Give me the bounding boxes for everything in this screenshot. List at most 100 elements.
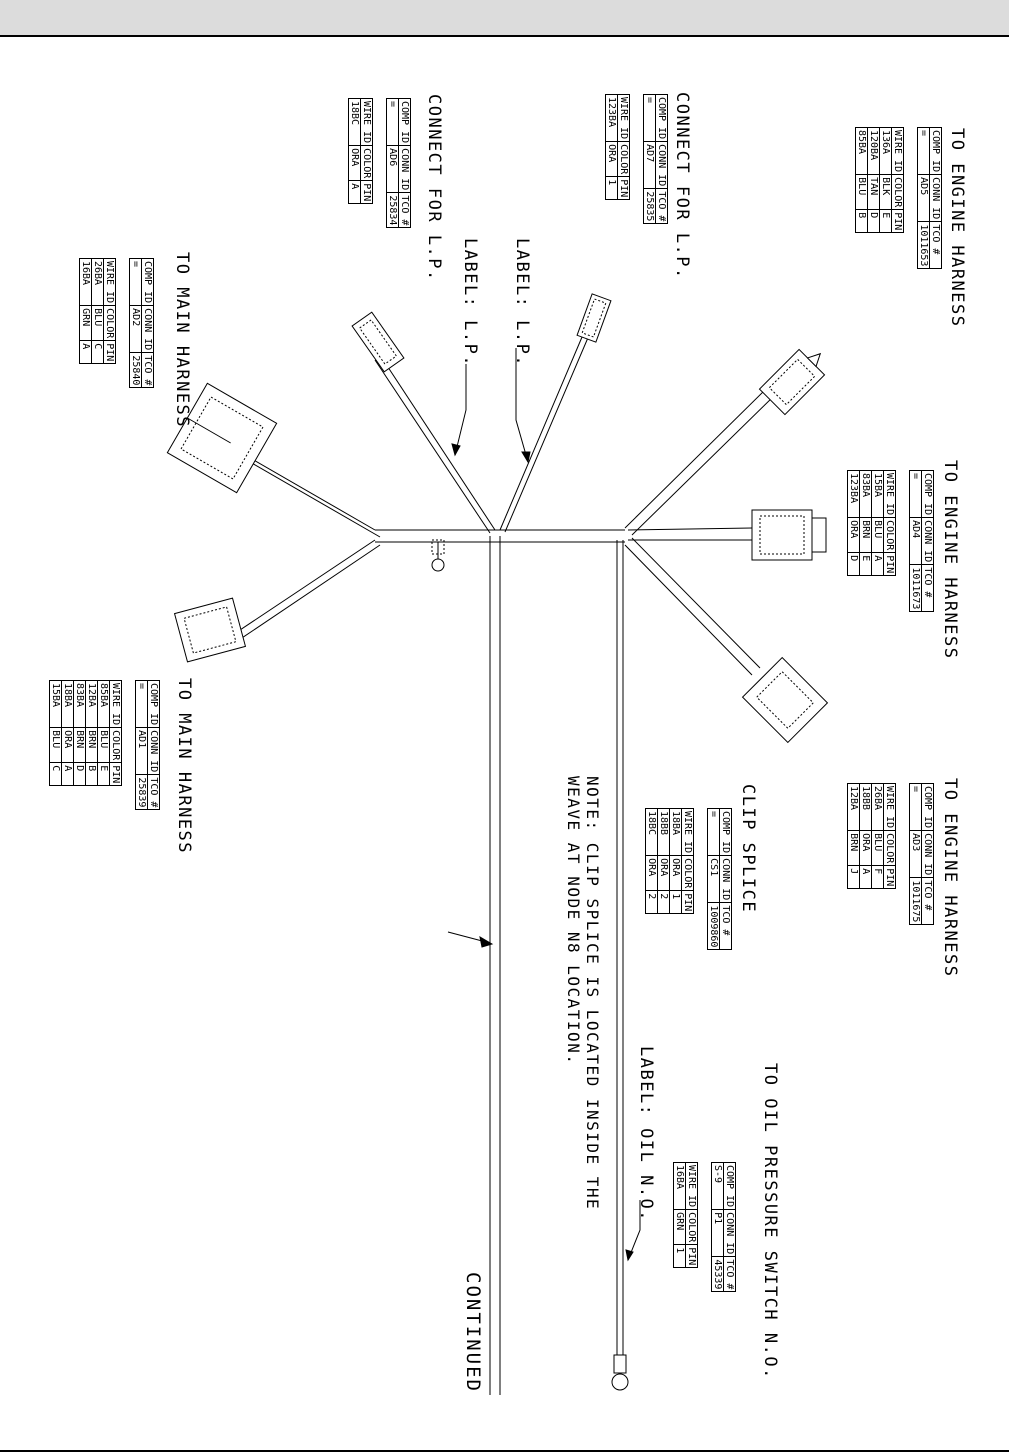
pin: 1 <box>605 176 618 200</box>
hdr-color: COLOR <box>360 145 373 181</box>
hdr-pin: PIN <box>103 340 116 364</box>
pin: E <box>879 209 892 233</box>
hdr-comp-id: COMP ID <box>655 94 668 142</box>
wire-id: 26BA <box>91 258 104 306</box>
comp-id: = <box>129 258 142 306</box>
hdr-wire-id: WIRE ID <box>109 680 122 728</box>
hdr-pin: PIN <box>883 865 896 889</box>
pin: D <box>73 762 86 786</box>
pin: F <box>871 865 884 889</box>
hdr-color: COLOR <box>681 855 694 891</box>
wire-id: 18BC <box>645 808 658 856</box>
hdr-color: COLOR <box>883 517 896 553</box>
connector-ad3 <box>741 656 829 744</box>
hdr-wire-id: WIRE ID <box>883 783 896 831</box>
wire-color: TAN <box>867 174 880 210</box>
clip-splice-box <box>431 539 445 555</box>
wire-color: ORA <box>847 517 860 553</box>
hdr-comp-id: COMP ID <box>719 808 732 856</box>
leader-oil <box>627 1200 641 1261</box>
wire-color: BLU <box>855 174 868 210</box>
wire-id: 26BA <box>871 783 884 831</box>
pin: J <box>847 865 860 889</box>
hdr-tco: TCO # <box>719 902 732 950</box>
tco-number: 1011675 <box>909 877 922 925</box>
hdr-pin: PIN <box>883 552 896 576</box>
hdr-tco: TCO # <box>398 192 411 228</box>
pin: 2 <box>645 890 658 914</box>
hdr-comp-id: COMP ID <box>921 470 934 518</box>
hdr-comp-id: COMP ID <box>147 680 160 728</box>
wire-color: ORA <box>348 145 361 181</box>
conn-id: AD5 <box>917 174 930 222</box>
branch-ad7-a <box>499 329 586 531</box>
caption-clip-splice: CLIP SPLICE <box>738 784 758 914</box>
leader-lp2-arrow <box>451 443 461 457</box>
hdr-color: COLOR <box>685 1209 698 1245</box>
caption-to-engine-harness-2: TO ENGINE HARNESS <box>940 460 960 660</box>
pin: E <box>859 552 872 576</box>
wire-color: ORA <box>859 830 872 866</box>
wire-color: BLK <box>879 174 892 210</box>
hdr-conn-id: CONN ID <box>655 141 668 189</box>
pin: B <box>85 762 98 786</box>
pin: C <box>49 762 62 786</box>
leader-lp1-arrow <box>521 451 531 464</box>
wire-id: 83BA <box>859 470 872 518</box>
hdr-tco: TCO # <box>921 877 934 925</box>
leader-splice <box>447 931 487 943</box>
branch-ad4-a <box>627 527 753 531</box>
conn-id: AD7 <box>643 141 656 189</box>
pin: 1 <box>673 1244 686 1268</box>
wire-id: 18BB <box>657 808 670 856</box>
splice-note-line-2: WEAVE AT NODE N8 LOCATION. <box>564 776 583 1066</box>
wire-color: BRN <box>859 517 872 553</box>
pin: A <box>348 180 361 204</box>
wire-id: 18BC <box>348 98 361 146</box>
branch-ad5-b <box>631 391 779 536</box>
caption-to-engine-harness-1: TO ENGINE HARNESS <box>947 128 967 328</box>
hdr-pin: PIN <box>685 1244 698 1268</box>
branch-ad7-b <box>504 332 591 533</box>
wire-id: 85BA <box>855 127 868 175</box>
branch-ad3-b <box>631 537 761 669</box>
wire-id: 15BA <box>49 680 62 728</box>
tco-number: 25834 <box>386 192 399 228</box>
branch-ad6-b <box>374 359 491 534</box>
splice-note: NOTE: CLIP SPLICE IS LOCATED INSIDE THE … <box>564 776 602 1210</box>
tco-number: 45339 <box>711 1256 724 1292</box>
pin: C <box>91 340 104 364</box>
hdr-wire-id: WIRE ID <box>883 470 896 518</box>
hdr-pin: PIN <box>891 209 904 233</box>
leader-lp1 <box>515 348 529 463</box>
pin: A <box>859 865 872 889</box>
conn-id: AD2 <box>129 305 142 353</box>
hdr-comp-id: COMP ID <box>141 258 154 306</box>
pin: 2 <box>657 890 670 914</box>
wire-id: 136A <box>879 127 892 175</box>
comp-id: = <box>917 127 930 175</box>
conn-id: P1 <box>711 1209 724 1257</box>
tco-number: 1011673 <box>909 564 922 612</box>
tco-number: 25840 <box>129 352 142 388</box>
wire-id: 18BB <box>859 783 872 831</box>
hdr-conn-id: CONN ID <box>723 1209 736 1257</box>
clip-splice-ring <box>431 558 445 572</box>
wire-color: BRN <box>73 727 86 763</box>
hdr-comp-id: COMP ID <box>723 1162 736 1210</box>
caption-to-engine-harness-3: TO ENGINE HARNESS <box>940 778 960 978</box>
